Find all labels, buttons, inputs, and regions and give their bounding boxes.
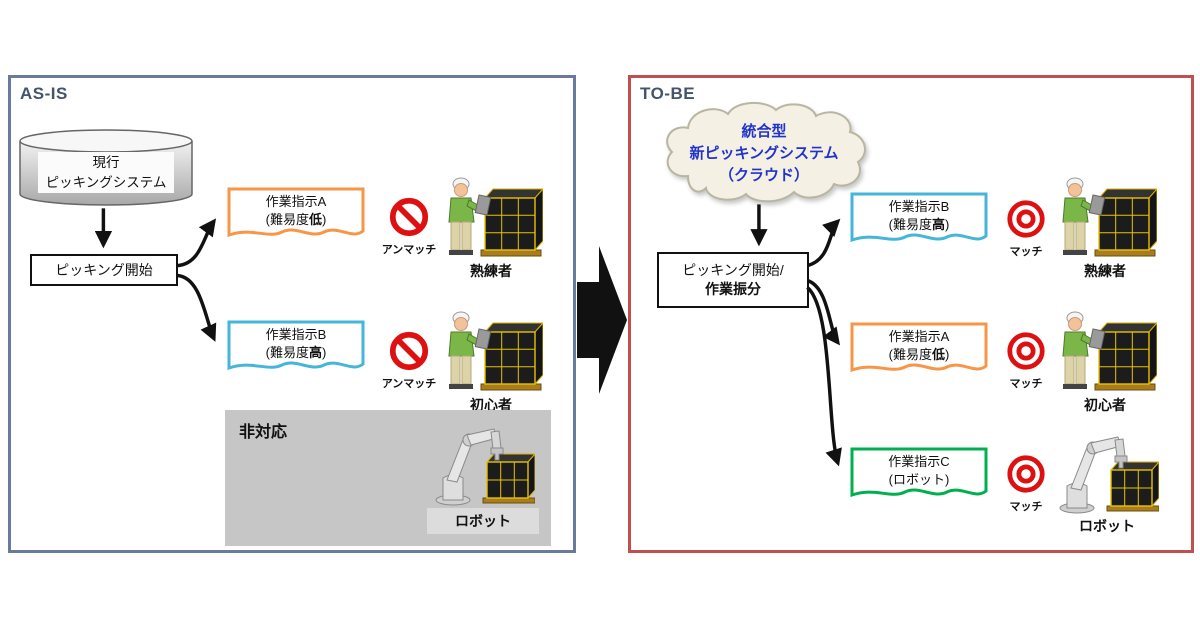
match-label: マッチ [1009,246,1043,258]
robot-arm-icon [1059,436,1159,514]
expert-worker-icon [1062,177,1157,257]
work-instruction-c-doc: 作業指示C (ロボット) [849,446,989,506]
work-instruction-a-doc: 作業指示A (難易度低) [849,321,989,381]
as-is-title: AS-IS [20,84,68,103]
to-be-panel: TO-BE 統合型 新ピッキングシステム （クラウド） ピッキング開始/ 作業振… [628,75,1194,553]
match-target-icon [1007,455,1045,493]
unmatch-label: アンマッチ [381,378,437,390]
match-target-icon [1007,332,1045,370]
cloud-system-label: 統合型 新ピッキングシステム （クラウド） [689,123,839,184]
document-shape-icon [227,320,365,371]
unmatch-prohibited-icon [389,197,429,237]
to-be-title: TO-BE [640,84,696,103]
match-target-icon [1007,200,1045,238]
as-is-panel: AS-IS 現行 ピッキングシステム ピッキング開始 [8,75,576,553]
beginner-label: 初心者 [1084,397,1126,413]
work-instruction-b-doc: 作業指示B (難易度高) [849,191,989,251]
cloud-icon [666,102,866,203]
expert-worker-icon [448,177,543,257]
beginner-worker-icon [1062,311,1157,391]
match-label: マッチ [1009,378,1043,390]
beginner-worker-icon [448,311,543,391]
document-shape-icon [850,447,988,498]
not-supported-label: 非対応 [239,424,288,441]
beginner-label: 初心者 [470,397,512,413]
as-is-to-to-be-arrow [577,246,627,394]
document-shape-icon [850,322,988,373]
current-system-label: 現行 ピッキングシステム [17,152,195,194]
arrow-start-to-doc-b [177,273,217,342]
arrow-start-to-doc-a [806,278,840,346]
document-shape-icon [850,192,988,243]
work-instruction-b-doc: 作業指示B (難易度高) [226,319,366,379]
arrow-start-to-doc-c [806,286,842,467]
match-label: マッチ [1009,501,1043,513]
unmatch-prohibited-icon [389,331,429,371]
expert-label: 熟練者 [1084,263,1126,279]
document-shape-icon [227,187,365,238]
robot-label: ロボット [1079,518,1135,534]
not-supported-zone: 非対応 ロボット [225,410,551,546]
arrow-start-to-doc-b [806,218,841,268]
expert-label: 熟練者 [470,263,512,279]
current-picking-system-db: 現行 ピッキングシステム [17,128,195,208]
robot-arm-icon [435,428,535,506]
picking-start-allocation-box: ピッキング開始/ 作業振分 [657,252,809,308]
cloud-system: 統合型 新ピッキングシステム （クラウド） [658,98,870,206]
robot-label: ロボット [427,508,539,534]
unmatch-label: アンマッチ [381,244,437,256]
work-instruction-a-doc: 作業指示A (難易度低) [226,186,366,246]
picking-start-box: ピッキング開始 [30,254,178,286]
arrow-start-to-doc-a [177,218,217,268]
